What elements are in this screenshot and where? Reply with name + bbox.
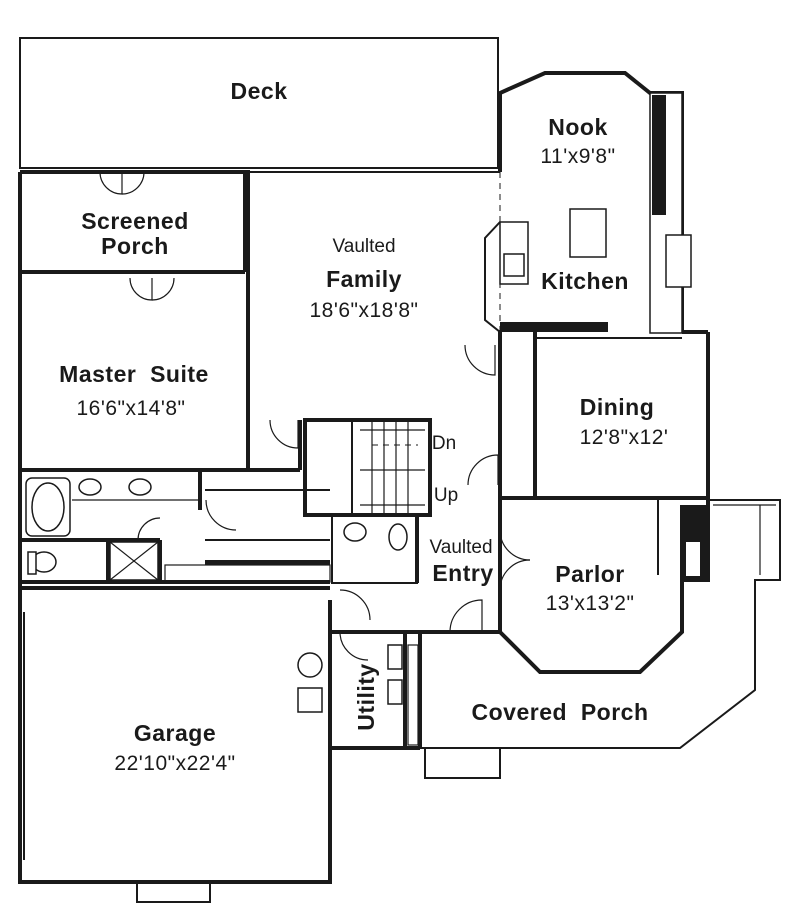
screened-porch-label-1: Screened — [81, 208, 189, 234]
utility-label: Utility — [353, 663, 379, 730]
master-suite-label: Master Suite — [59, 361, 209, 387]
stairs-down-label: Dn — [432, 433, 456, 454]
screened-porch-label-2: Porch — [101, 233, 169, 259]
fixtures — [25, 92, 692, 746]
nook-label: Nook — [548, 114, 608, 140]
entry-label: Entry — [432, 560, 493, 586]
garage-label: Garage — [134, 720, 216, 746]
family-dims: 18'6"x18'8" — [309, 299, 418, 322]
exterior-walls — [18, 71, 710, 903]
door-swings — [99, 171, 531, 661]
nook-dims: 11'x9'8" — [540, 145, 615, 168]
family-label: Family — [326, 266, 402, 292]
deck-label: Deck — [231, 78, 288, 104]
staircase — [360, 420, 425, 515]
master-suite-dims: 16'6"x14'8" — [76, 397, 185, 420]
stairs-up-label: Up — [434, 485, 458, 506]
parlor-dims: 13'x13'2" — [546, 592, 635, 615]
garage-dims: 22'10"x22'4" — [114, 752, 235, 775]
covered-porch-outline — [420, 499, 781, 779]
dining-dims: 12'8"x12' — [580, 426, 669, 449]
entry-note: Vaulted — [429, 537, 492, 558]
covered-porch-label: Covered Porch — [472, 699, 649, 725]
room-labels: Deck Nook 11'x9'8" Screened Porch Vaulte… — [59, 78, 668, 775]
dining-label: Dining — [580, 394, 655, 420]
kitchen-label: Kitchen — [541, 268, 629, 294]
interior-walls — [20, 172, 710, 748]
parlor-label: Parlor — [555, 561, 624, 587]
family-note: Vaulted — [332, 236, 395, 257]
